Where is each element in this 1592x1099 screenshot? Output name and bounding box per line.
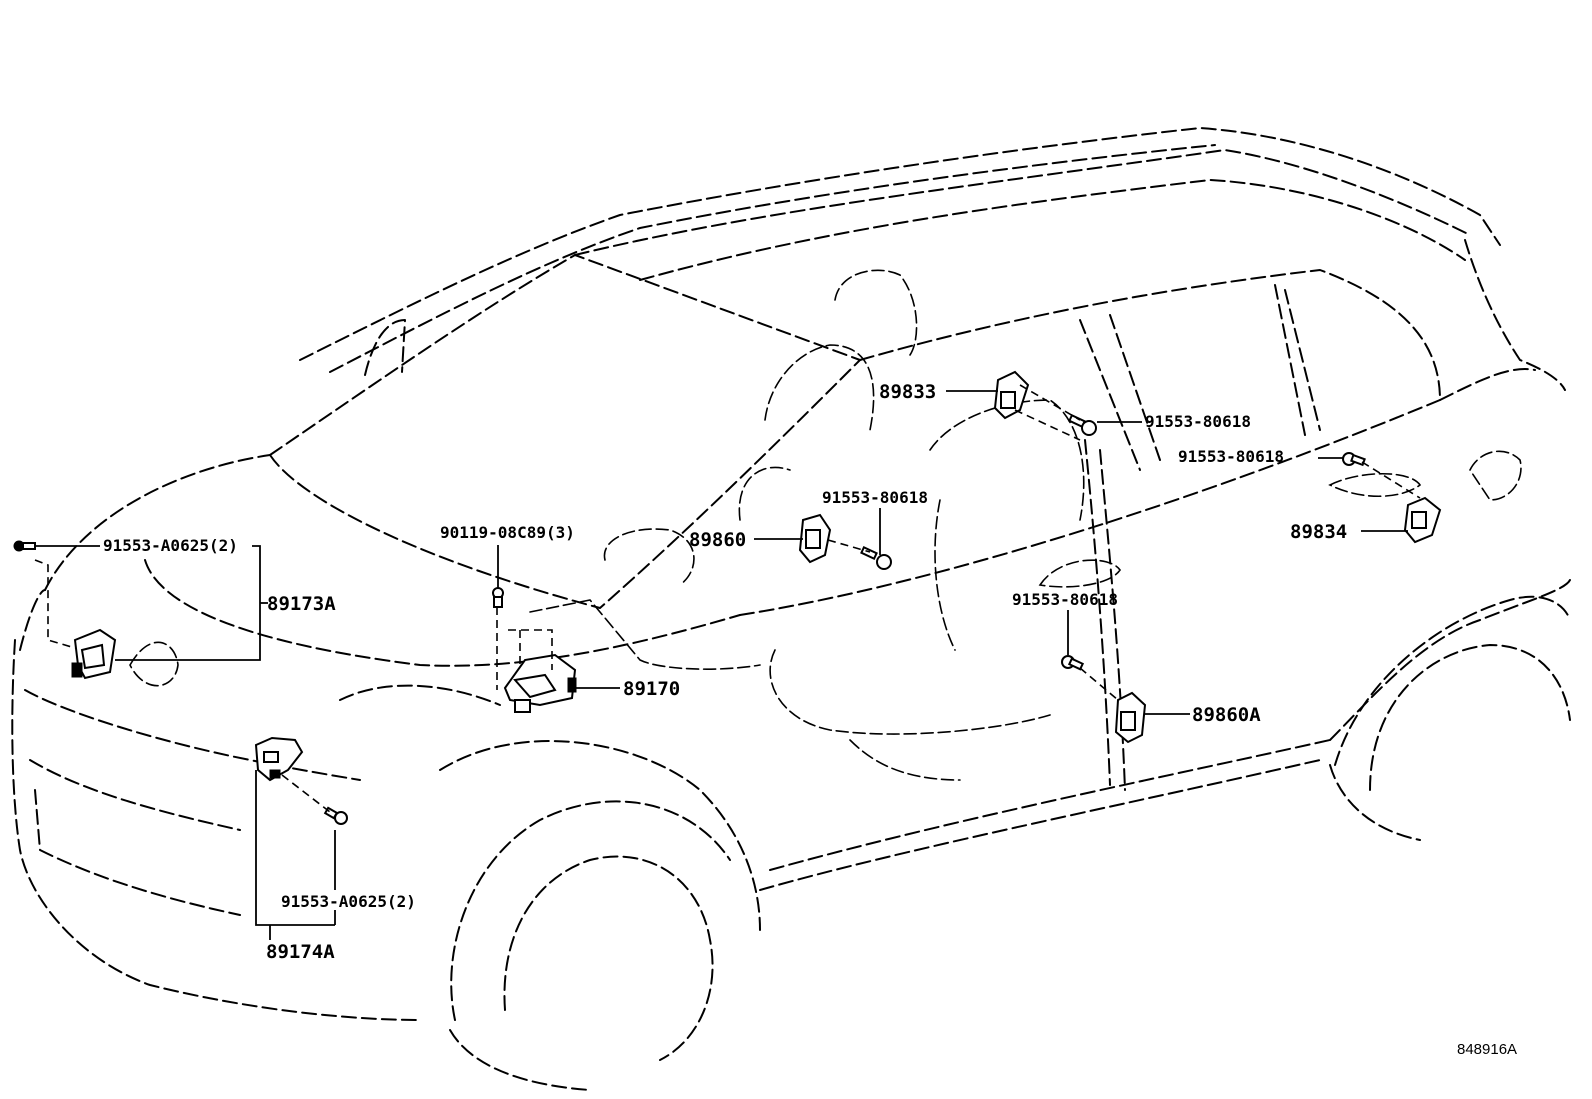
label-90119-08c89: 90119-08C89(3) <box>440 523 575 542</box>
label-89174a: 89174A <box>266 941 335 963</box>
rear-airbag-sensor-89834 <box>1403 496 1442 544</box>
label-91553-80618-c: 91553-80618 <box>822 488 928 507</box>
label-91553-80618-b: 91553-80618 <box>1178 447 1284 466</box>
label-91553-80618-a: 91553-80618 <box>1145 412 1251 431</box>
part-labels: 91553-A0625(2) 89173A 90119-08C89(3) 891… <box>103 381 1517 1058</box>
bolt-icon <box>13 540 36 552</box>
front-airbag-sensor-89174a <box>254 736 304 782</box>
vehicle-outline <box>11 127 1571 1091</box>
label-89173a: 89173A <box>267 593 336 615</box>
label-89860a: 89860A <box>1192 704 1261 726</box>
front-airbag-sensor-89173a <box>71 628 117 680</box>
label-89833: 89833 <box>879 381 936 403</box>
bolt-icon <box>1342 452 1366 467</box>
label-89834: 89834 <box>1290 521 1347 543</box>
side-airbag-sensor-89833 <box>993 370 1030 420</box>
airbag-control-unit-89170 <box>503 653 577 713</box>
label-91553-a0625-top: 91553-A0625(2) <box>103 536 238 555</box>
bolt-icon <box>860 545 892 570</box>
bolt-icon <box>1061 655 1085 671</box>
leader-lines <box>34 384 1421 940</box>
label-91553-a0625-bottom: 91553-A0625(2) <box>281 892 416 911</box>
side-airbag-sensor-89860a <box>1114 691 1147 744</box>
diagram-code: 848916A <box>1457 1041 1517 1058</box>
side-airbag-sensor-89860 <box>798 513 832 564</box>
bolt-icon <box>1068 413 1097 436</box>
label-91553-80618-d: 91553-80618 <box>1012 590 1118 609</box>
bolt-icon <box>492 587 504 608</box>
label-89170: 89170 <box>623 678 680 700</box>
label-89860: 89860 <box>689 529 746 551</box>
